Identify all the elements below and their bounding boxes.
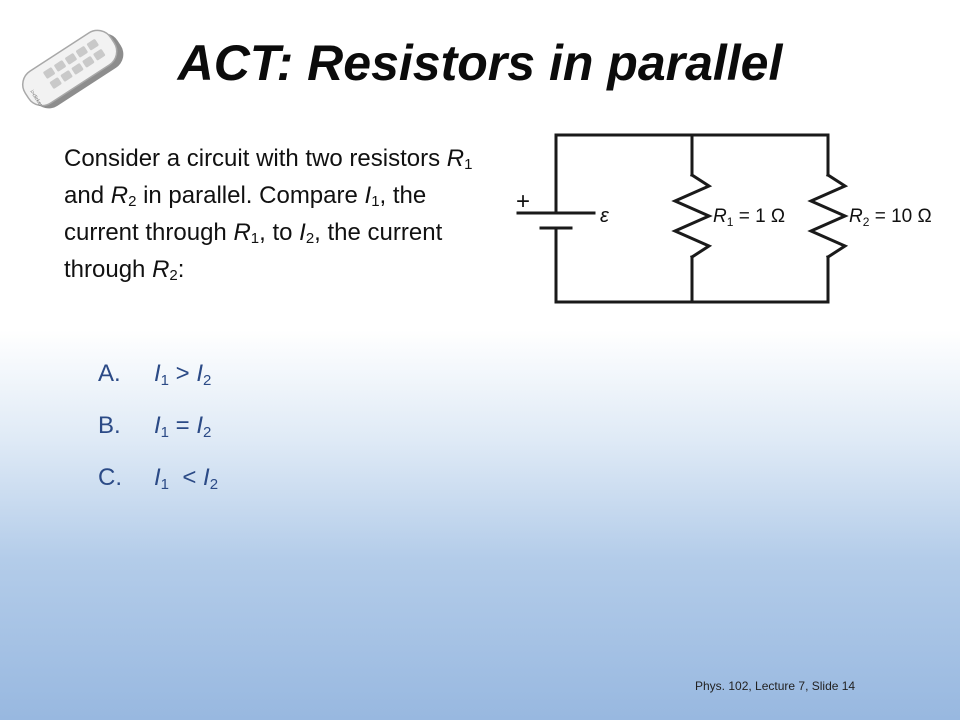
question-text: Consider a circuit with two resistors R1… (64, 145, 473, 284)
clicker-device-icon: i>clicker (21, 29, 124, 109)
answer-choices: A. I1 > I2 B. I1 = I2 C. I1 < I2 (98, 360, 218, 516)
choice-text: I1 > I2 (154, 360, 212, 389)
choice-letter: C. (98, 464, 122, 491)
battery-plus-sign: + (516, 188, 530, 215)
resistor-r1-zigzag (671, 172, 713, 260)
r2-label: R2 = 10 Ω (849, 206, 932, 229)
slide-title: ACT: Resistors in parallel (177, 35, 783, 91)
choice-letter: A. (98, 360, 121, 387)
slide-footer: Phys. 102, Lecture 7, Slide 14 (695, 679, 856, 693)
choice-b[interactable]: B. I1 = I2 (98, 412, 218, 464)
choice-c[interactable]: C. I1 < I2 (98, 464, 218, 516)
choice-a[interactable]: A. I1 > I2 (98, 360, 218, 412)
choice-text: I1 = I2 (154, 412, 212, 441)
emf-label: ε (600, 205, 610, 227)
resistor-r2-zigzag (807, 172, 849, 260)
r1-label: R1 = 1 Ω (713, 206, 785, 229)
choice-letter: B. (98, 412, 121, 439)
choice-text: I1 < I2 (154, 464, 219, 493)
